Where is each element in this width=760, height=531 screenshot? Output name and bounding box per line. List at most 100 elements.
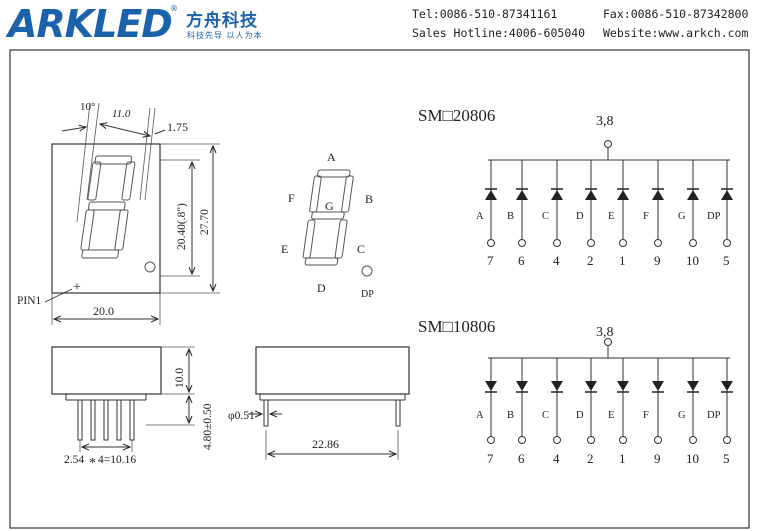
logo-wordmark: ARKLED xyxy=(8,2,173,46)
pitch-total-label: 4=10.16 xyxy=(98,454,136,466)
segment-label: G xyxy=(678,410,686,421)
diode-symbol xyxy=(516,381,528,391)
pin-terminal xyxy=(487,436,495,444)
pin-terminal xyxy=(619,436,627,444)
segment-label: B xyxy=(507,410,514,421)
pin-terminal xyxy=(487,239,495,247)
segment-label: A xyxy=(476,211,484,222)
seg-label-g: G xyxy=(325,199,334,213)
digit-outline xyxy=(80,155,136,259)
seg-label-c: C xyxy=(357,242,365,256)
diode-symbol xyxy=(516,190,528,200)
company-slogan: 科技先导 以人为本 xyxy=(187,31,263,40)
segment-label: E xyxy=(608,211,614,222)
slant-dim-label: 11.0 xyxy=(112,108,131,120)
segment-label: F xyxy=(643,211,649,222)
depth-label: 10.0 xyxy=(174,368,186,388)
diode-symbol xyxy=(617,190,629,200)
pin-terminal xyxy=(723,239,731,247)
pin-terminal xyxy=(518,436,526,444)
pin-terminal xyxy=(587,436,595,444)
pin-terminal xyxy=(518,239,526,247)
segment-label: A xyxy=(476,410,484,421)
pitch-label: 2.54 xyxy=(64,454,84,466)
pin1-plus: + xyxy=(73,280,81,295)
pin-number-label: 6 xyxy=(518,253,525,268)
row-span-label: 22.86 xyxy=(312,437,339,451)
diode-symbol xyxy=(585,381,597,391)
segment-label: D xyxy=(576,410,584,421)
body-height-label: 27.70 xyxy=(199,209,211,235)
side-view-right: φ0.51 22.86 xyxy=(228,346,410,460)
diode-symbol xyxy=(485,381,497,391)
seg-label-a: A xyxy=(327,150,336,164)
diode-symbol xyxy=(551,190,563,200)
seg-label-b: B xyxy=(365,192,373,206)
segment-label: E xyxy=(608,410,614,421)
common-pin-terminal xyxy=(604,140,612,148)
diode-symbol xyxy=(687,381,699,391)
pin-number-label: 4 xyxy=(553,253,560,268)
map-dp-dot xyxy=(361,265,373,277)
segment-label: DP xyxy=(707,410,721,421)
pin-number-label: 10 xyxy=(686,253,699,268)
pin-number-label: 9 xyxy=(654,253,661,268)
pin-number-label: 7 xyxy=(487,451,494,466)
pin-number-label: 7 xyxy=(487,253,494,268)
common-pin-terminal xyxy=(604,338,612,346)
segment-label: B xyxy=(507,211,514,222)
pin-terminal xyxy=(654,436,662,444)
common-pin-label: 3,8 xyxy=(596,114,614,129)
display-body-outline xyxy=(51,143,161,294)
drawing-frame xyxy=(9,49,750,529)
diode-symbol xyxy=(551,381,563,391)
seg-label-dp: DP xyxy=(361,289,374,300)
pin-number-label: 1 xyxy=(619,253,626,268)
website-text: Website:www.arkch.com xyxy=(603,26,749,40)
pin1-label: PIN1 xyxy=(17,295,42,307)
pin-number-label: 10 xyxy=(686,451,699,466)
seg-label-e: E xyxy=(281,242,288,256)
company-name-cn: 方舟科技 xyxy=(186,11,258,31)
diode-symbol xyxy=(652,190,664,200)
segment-label: D xyxy=(576,211,584,222)
diode-symbol xyxy=(687,190,699,200)
seg-label-d: D xyxy=(317,281,326,295)
segment-label: C xyxy=(542,410,549,421)
diode-symbol xyxy=(485,190,497,200)
part-number-label: SM□20806 xyxy=(418,106,495,125)
diode-symbol xyxy=(617,381,629,391)
pin-number-label: 2 xyxy=(587,451,594,466)
diode-symbol xyxy=(585,190,597,200)
pin-terminal xyxy=(553,436,561,444)
header-bar: ARKLED ® 方舟科技 科技先导 以人为本 Tel:0086-510-873… xyxy=(0,0,760,50)
fax-text: Fax:0086-510-87342800 xyxy=(603,7,749,21)
pin-terminal xyxy=(619,239,627,247)
pin-terminal xyxy=(587,239,595,247)
front-dp-dot xyxy=(144,261,156,273)
pin-terminal xyxy=(689,436,697,444)
pin-terminal xyxy=(689,239,697,247)
diode-symbol xyxy=(721,381,733,391)
hotline-text: Sales Hotline:4006-605040 xyxy=(412,26,586,40)
pin-number-label: 1 xyxy=(619,451,626,466)
arkled-logo: ARKLED xyxy=(8,2,173,46)
pin-number-label: 6 xyxy=(518,451,525,466)
segment-width-label: 1.75 xyxy=(167,120,188,134)
segment-label: DP xyxy=(707,211,721,222)
pin-number-label: 4 xyxy=(553,451,560,466)
pin-number-label: 5 xyxy=(723,253,730,268)
angle-label: 10° xyxy=(80,101,95,113)
pitch-star: * xyxy=(89,456,96,471)
side-view-left: 2.54 * 4=10.16 10.0 4.80±0.50 xyxy=(51,346,214,471)
tel-text: Tel:0086-510-87341161 xyxy=(412,7,558,21)
segment-label: G xyxy=(678,211,686,222)
segment-label: C xyxy=(542,211,549,222)
registered-mark: ® xyxy=(170,4,178,13)
digit-height-label: 20.40(.8") xyxy=(176,203,188,250)
body-width-label: 20.0 xyxy=(93,304,114,318)
pin-terminal xyxy=(553,239,561,247)
